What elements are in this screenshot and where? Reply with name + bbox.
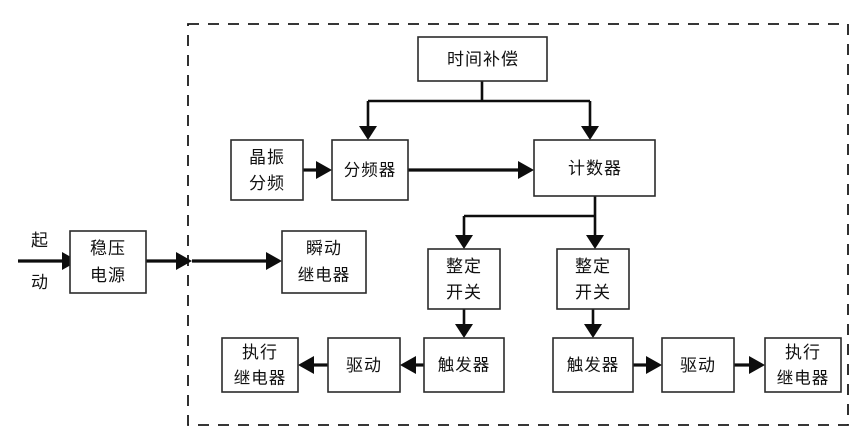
- block-crystal-divider[interactable]: 晶振 分频: [230, 139, 304, 201]
- label-start: 起 动: [31, 231, 49, 293]
- block-power-supply[interactable]: 稳压 电源: [69, 230, 147, 294]
- block-exec-relay-left-label-line1: 执行: [242, 343, 278, 363]
- block-drive-right[interactable]: 驱动: [661, 337, 735, 393]
- block-time-compensation-label: 时间补偿: [447, 50, 519, 70]
- arrow-drive-right-to-relay: [749, 356, 765, 374]
- block-trigger-right-label: 触发器: [567, 356, 620, 375]
- block-instant-relay-label-line2: 继电器: [298, 266, 351, 285]
- block-exec-relay-left-label-line2: 继电器: [234, 369, 287, 388]
- arrow-timecomp-to-counter: [581, 126, 599, 140]
- block-instant-relay[interactable]: 瞬动 继电器: [281, 230, 367, 294]
- block-power-supply-rect[interactable]: [69, 230, 147, 294]
- block-setting-switch-left[interactable]: 整定 开关: [427, 248, 501, 310]
- block-counter-label: 计数器: [568, 159, 622, 179]
- arrow-counter-to-switch-left: [455, 235, 473, 249]
- block-power-supply-label-line1: 稳压: [90, 239, 126, 259]
- block-trigger-left-label: 触发器: [438, 356, 491, 375]
- block-instant-relay-rect[interactable]: [281, 230, 367, 294]
- block-counter-rect[interactable]: [533, 139, 656, 197]
- block-setting-switch-right-rect[interactable]: [556, 248, 630, 310]
- block-trigger-left[interactable]: 触发器: [423, 337, 505, 393]
- arrow-switch-left-to-trigger: [455, 324, 473, 338]
- block-time-compensation[interactable]: 时间补偿: [417, 36, 548, 82]
- block-drive-left-rect[interactable]: [327, 337, 401, 393]
- arrow-crystal-to-divider: [316, 161, 332, 179]
- block-power-supply-label-line2: 电源: [90, 266, 126, 286]
- dashed-enclosure-frame: [187, 23, 849, 426]
- block-trigger-right[interactable]: 触发器: [552, 337, 634, 393]
- block-frequency-divider-label: 分频器: [344, 161, 397, 180]
- block-trigger-left-rect[interactable]: [423, 337, 505, 393]
- arrow-to-instant-relay: [266, 252, 282, 270]
- block-setting-switch-left-label-line1: 整定: [446, 257, 482, 277]
- block-time-compensation-rect[interactable]: [417, 36, 548, 82]
- arrow-trigger-left-to-drive: [400, 356, 416, 374]
- block-crystal-divider-label-line2: 分频: [249, 174, 285, 194]
- arrow-timecomp-to-divider: [359, 126, 377, 140]
- block-crystal-divider-label-line1: 晶振: [249, 148, 285, 168]
- arrow-divider-to-counter: [518, 161, 534, 179]
- block-crystal-divider-rect[interactable]: [230, 139, 304, 201]
- block-trigger-right-rect[interactable]: [552, 337, 634, 393]
- block-setting-switch-right[interactable]: 整定 开关: [556, 248, 630, 310]
- block-exec-relay-right[interactable]: 执行 继电器: [764, 337, 842, 393]
- block-drive-left[interactable]: 驱动: [327, 337, 401, 393]
- arrow-border-entry: [176, 252, 192, 270]
- arrow-trigger-right-to-drive: [646, 356, 662, 374]
- block-setting-switch-right-label-line2: 开关: [575, 283, 611, 303]
- block-exec-relay-right-rect[interactable]: [764, 337, 842, 393]
- block-setting-switch-left-rect[interactable]: [427, 248, 501, 310]
- label-start-line1: 起: [31, 231, 49, 251]
- block-exec-relay-left[interactable]: 执行 继电器: [221, 337, 299, 393]
- block-drive-right-label: 驱动: [680, 356, 716, 376]
- label-start-line2: 动: [31, 273, 49, 293]
- block-exec-relay-right-label-line1: 执行: [785, 343, 821, 363]
- arrow-counter-to-switch-right: [586, 235, 604, 249]
- block-frequency-divider-rect[interactable]: [331, 139, 409, 201]
- block-setting-switch-right-label-line1: 整定: [575, 257, 611, 277]
- block-instant-relay-label-line1: 瞬动: [306, 239, 342, 259]
- block-setting-switch-left-label-line2: 开关: [446, 283, 482, 303]
- arrow-switch-right-to-trigger: [584, 324, 602, 338]
- block-frequency-divider[interactable]: 分频器: [331, 139, 409, 201]
- block-counter[interactable]: 计数器: [533, 139, 656, 197]
- block-drive-right-rect[interactable]: [661, 337, 735, 393]
- block-drive-left-label: 驱动: [346, 356, 382, 376]
- block-exec-relay-right-label-line2: 继电器: [777, 369, 830, 388]
- block-exec-relay-left-rect[interactable]: [221, 337, 299, 393]
- arrow-drive-left-to-relay: [298, 356, 314, 374]
